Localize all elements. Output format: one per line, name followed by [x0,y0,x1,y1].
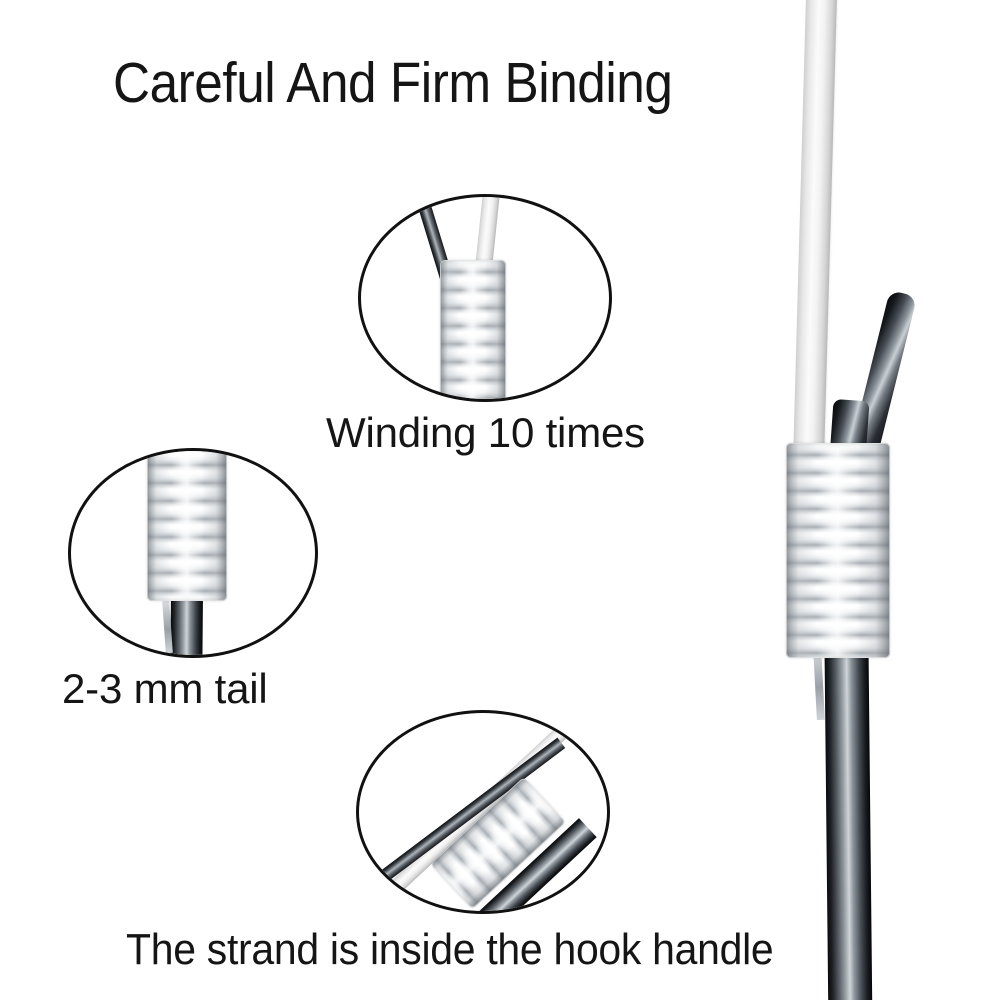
callout-winding[interactable] [358,194,612,402]
inset-tail-winding [147,451,227,601]
callout-tail-photo [71,451,315,655]
callout-tail[interactable] [68,448,318,658]
callout-winding-photo [361,197,609,399]
lower-hook-shank [824,599,873,1000]
callout-strand-label: The strand is inside the hook handle [126,925,774,974]
inset-thread-winding [440,260,506,399]
callout-strand-photo [359,713,607,911]
thread-tail [813,647,825,721]
callout-winding-label: Winding 10 times [326,409,645,456]
callout-tail-label: 2-3 mm tail [62,665,268,712]
callout-strand[interactable] [356,710,610,914]
thread-winding-binding [786,443,890,658]
upper-leader-rod [792,0,837,467]
page-title: Careful And Firm Binding [113,51,673,115]
